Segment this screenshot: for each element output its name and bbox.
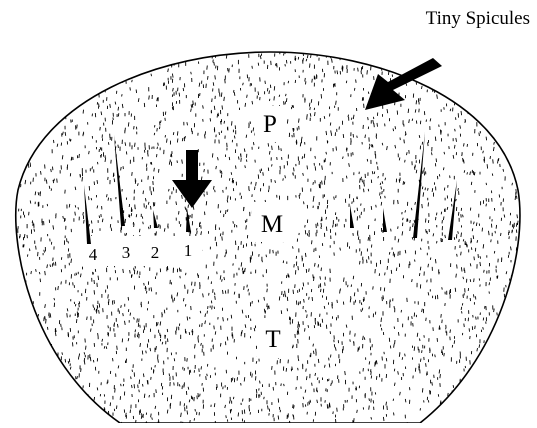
spicule-right bbox=[448, 180, 457, 240]
region-label-p: P bbox=[263, 111, 277, 138]
spicule-group-right bbox=[350, 132, 457, 240]
spicule-right bbox=[350, 205, 354, 228]
arrow-icon bbox=[365, 58, 442, 110]
spicule-number: 1 bbox=[184, 241, 193, 260]
caption-text: Tiny Spicules bbox=[426, 8, 530, 29]
region-label-t: T bbox=[265, 326, 280, 353]
spicule-right bbox=[383, 208, 387, 232]
spicule-4 bbox=[84, 185, 91, 244]
spicule-number: 2 bbox=[151, 243, 160, 262]
region-label-m: M bbox=[261, 211, 283, 238]
spicule-number: 4 bbox=[89, 245, 98, 264]
arrow-icon bbox=[172, 150, 212, 208]
spicule-group-left bbox=[84, 135, 191, 244]
spicule-number: 3 bbox=[122, 243, 131, 262]
